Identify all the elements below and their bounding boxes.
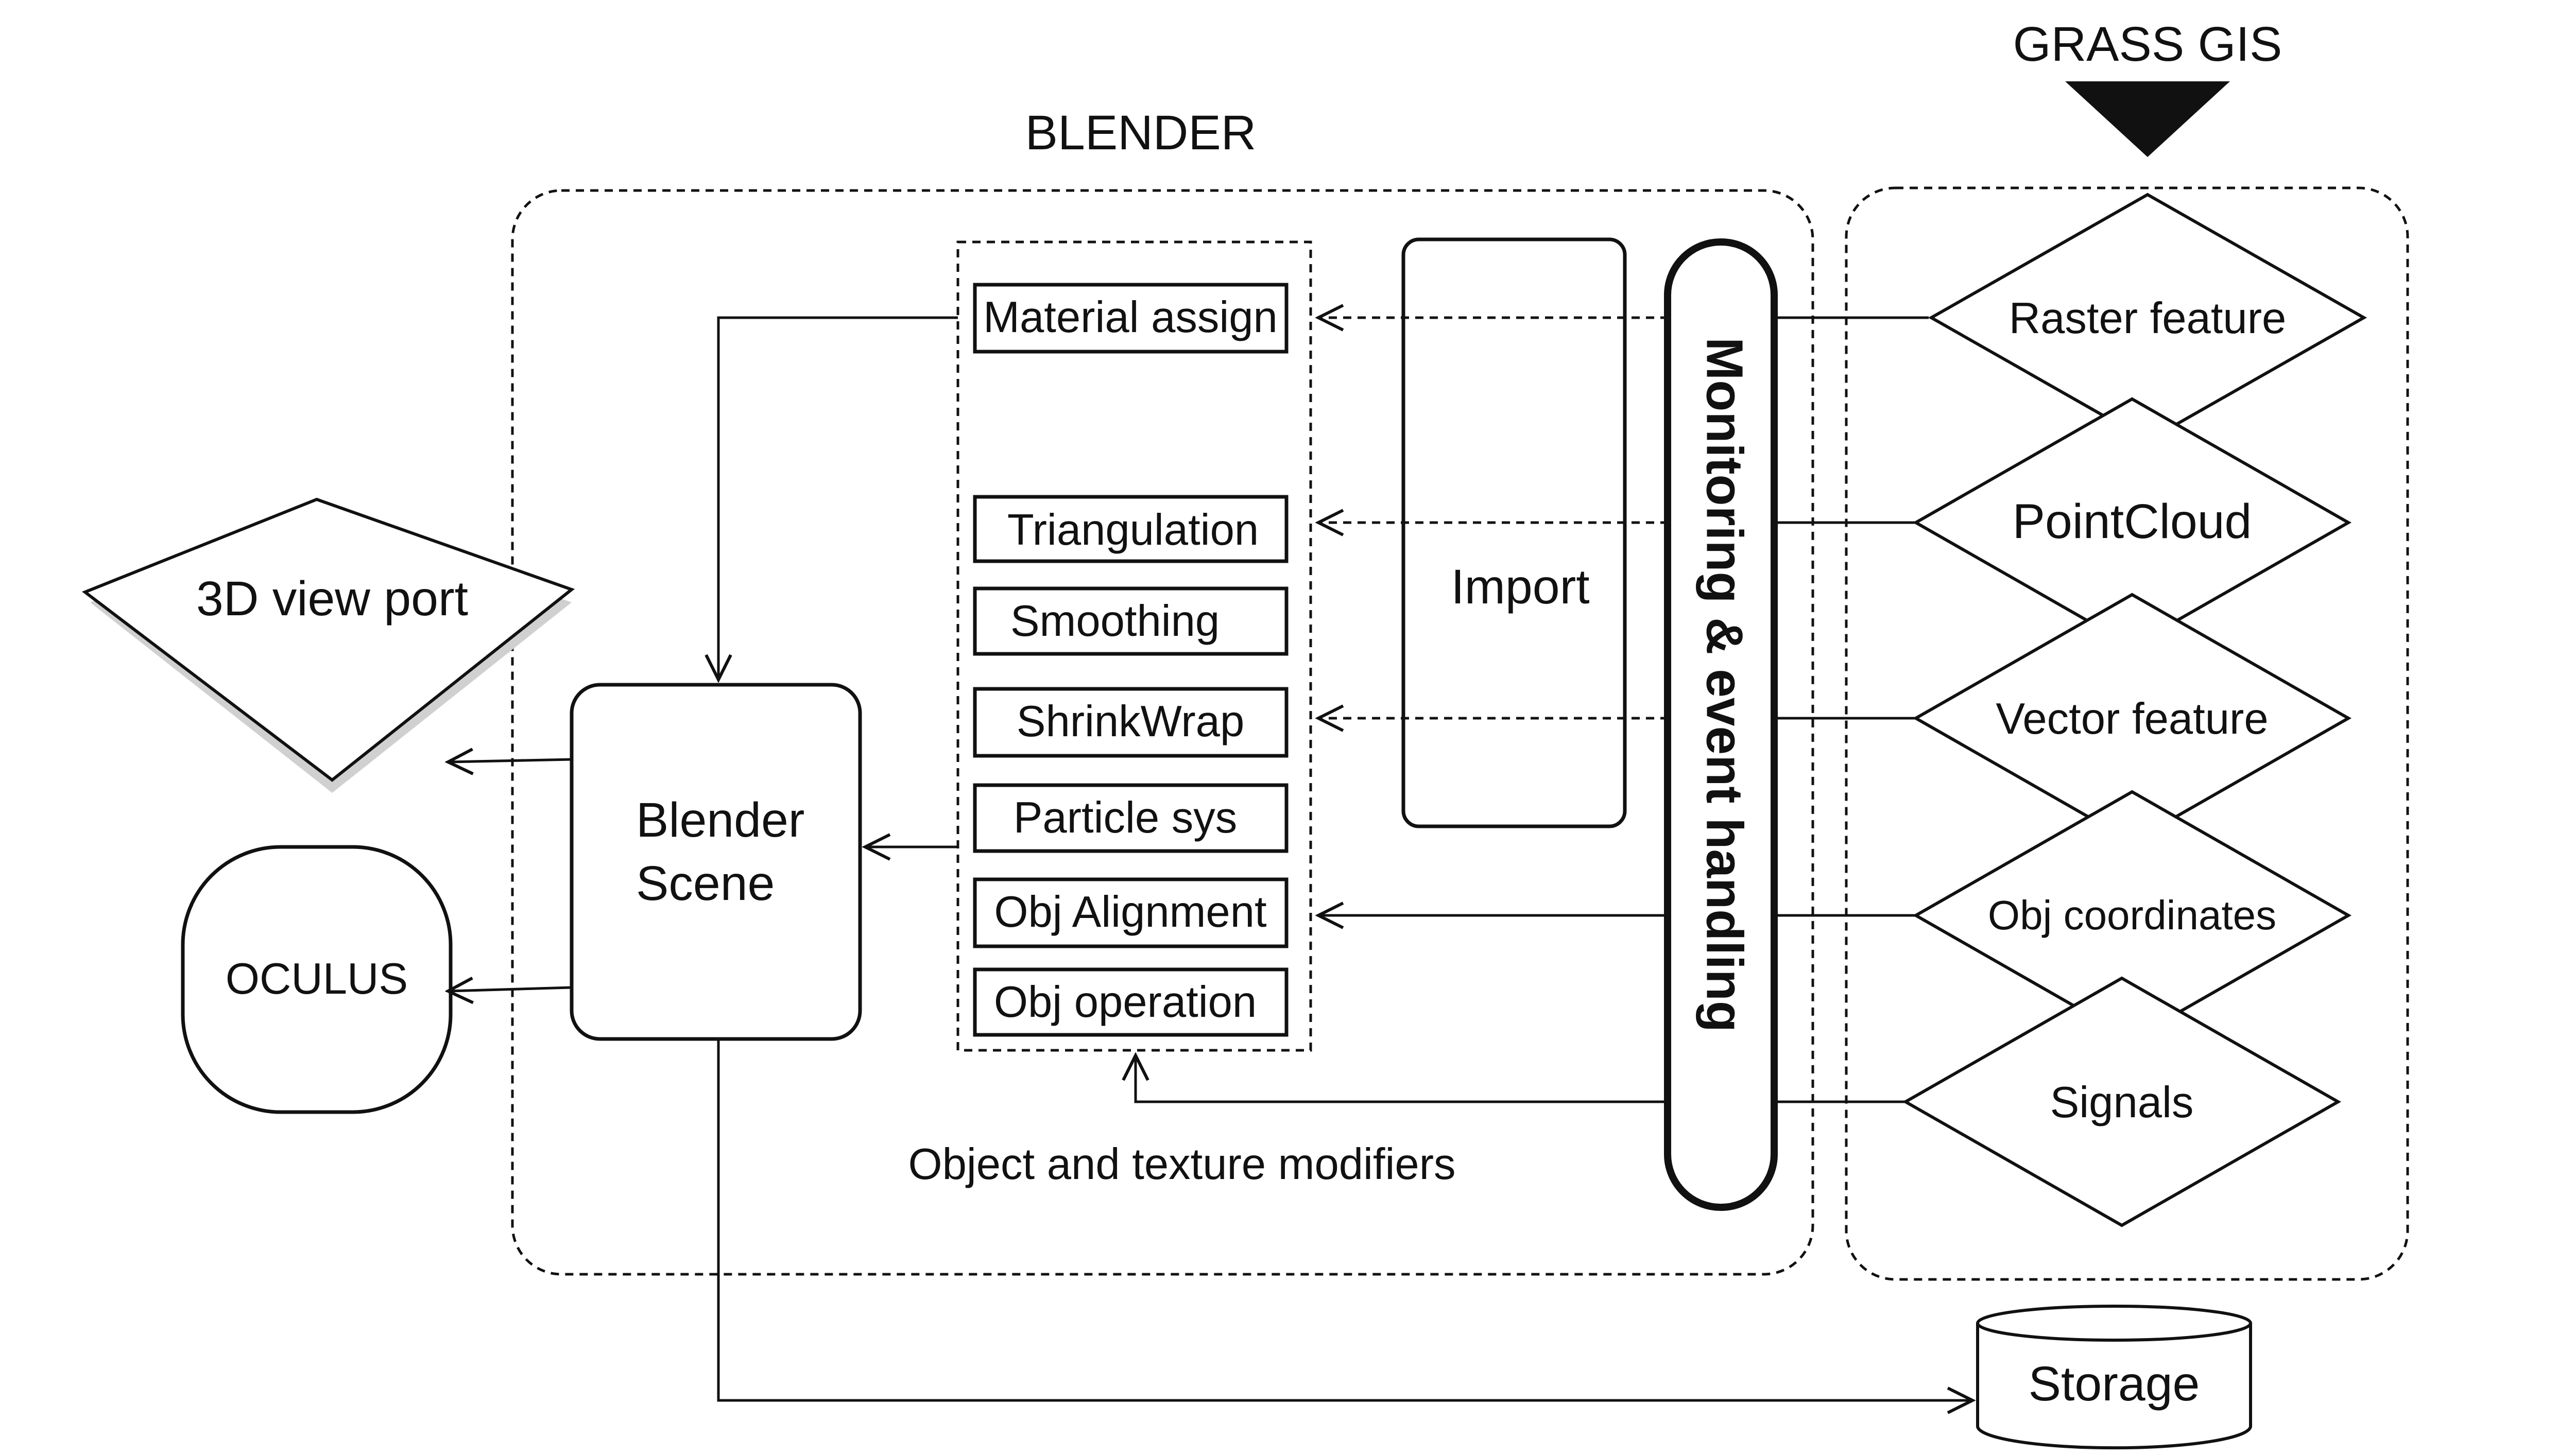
- modifier-label-obj-operation: Obj operation: [994, 978, 1257, 1027]
- feature-diamond-signals: [1902, 976, 2342, 1227]
- blender-container: [511, 189, 1814, 1276]
- storage-cylinder: [1976, 1323, 2252, 1450]
- monitoring-event-handling-label: Monitoring & event handling: [1696, 337, 1754, 1032]
- feature-label-raster: Raster feature: [2009, 294, 2287, 343]
- modifier-list: Material assign Triangulation Smoothing …: [973, 283, 1289, 1037]
- modifiers-caption: Object and texture modifiers: [908, 1140, 1456, 1189]
- scene-to-viewport-connector: [448, 759, 572, 762]
- modifier-label-smoothing: Smoothing: [1010, 597, 1220, 646]
- material-to-scene-connector: [718, 316, 958, 680]
- modifier-box-obj-operation: [973, 967, 1289, 1037]
- feature-label-obj-coordinates: Obj coordinates: [1988, 892, 2276, 938]
- scene-to-storage-connector: [717, 1039, 1972, 1400]
- blender-scene-label-line2: Scene: [636, 856, 775, 911]
- feature-label-signals: Signals: [2050, 1078, 2194, 1127]
- modifier-box-smoothing: [973, 586, 1289, 656]
- grass-gis-triangle-icon: [2065, 81, 2230, 157]
- monitoring-event-handling-bar: [1664, 238, 1778, 1211]
- viewport-shape: [81, 497, 575, 782]
- modifier-label-particle-sys: Particle sys: [1014, 793, 1238, 842]
- scene-to-oculus-connector: [448, 987, 572, 991]
- modifier-label-shrinkwrap: ShrinkWrap: [1017, 697, 1244, 746]
- oculus-label: OCULUS: [226, 955, 408, 1003]
- import-box: [1401, 237, 1627, 828]
- modifier-box-obj-alignment: [973, 877, 1289, 948]
- modifier-label-triangulation: Triangulation: [1007, 506, 1259, 554]
- modifier-box-material-assign: [973, 283, 1289, 354]
- modifier-label-material-assign: Material assign: [983, 293, 1278, 342]
- modifier-box-particle-sys: [973, 783, 1289, 853]
- modifier-label-obj-alignment: Obj Alignment: [994, 888, 1266, 937]
- storage-cylinder-top: [1976, 1305, 2252, 1342]
- blender-scene-label-line1: Blender: [636, 793, 804, 847]
- modifier-box-shrinkwrap: [973, 687, 1289, 758]
- grass-gis-title: GRASS GIS: [2013, 17, 2282, 72]
- grass-gis-container: [1845, 186, 2409, 1281]
- viewport-label: 3D view port: [196, 571, 468, 626]
- import-label: Import: [1451, 560, 1589, 614]
- feature-label-vector: Vector feature: [1996, 695, 2268, 743]
- feature-label-pointcloud: PointCloud: [2013, 494, 2252, 549]
- modifier-box-triangulation: [973, 495, 1289, 563]
- modifiers-container: [956, 240, 1312, 1052]
- blender-title: BLENDER: [1025, 106, 1257, 160]
- blender-scene-box: [570, 683, 862, 1041]
- storage-label: Storage: [2029, 1357, 2200, 1411]
- grass-feature-list: Raster feature PointCloud Vector feature…: [1902, 193, 2367, 1227]
